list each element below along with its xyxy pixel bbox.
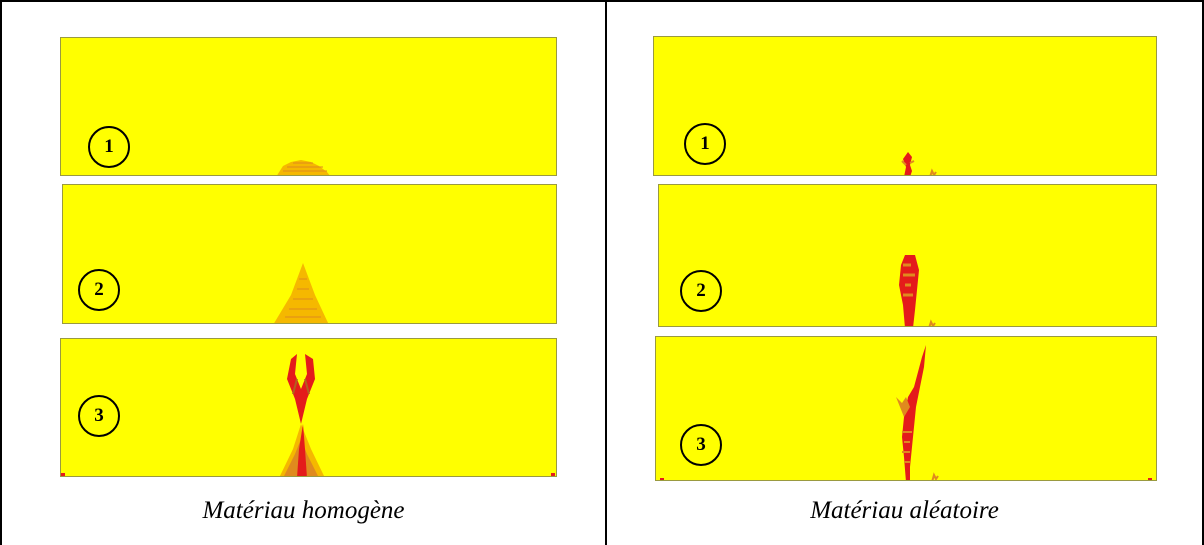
step-2-badge: 2 [680, 270, 722, 312]
damage-zone-graphic [654, 37, 1157, 176]
homogeneous-step-1-panel [60, 37, 557, 176]
caption-random: Matériau aléatoire [607, 497, 1202, 525]
step-3-badge: 3 [680, 424, 722, 466]
random-step-3-panel [655, 336, 1157, 481]
damage-zone-graphic [659, 185, 1157, 327]
homogeneous-step-2-panel [62, 184, 557, 324]
damage-zone-graphic [656, 337, 1157, 481]
step-2-badge: 2 [78, 269, 120, 311]
step-1-badge: 1 [88, 126, 130, 168]
damage-zone-graphic [61, 38, 557, 176]
damage-zone-graphic [63, 185, 557, 324]
random-step-2-panel [658, 184, 1157, 327]
caption-homogeneous: Matériau homogène [2, 497, 605, 525]
table-top-border [0, 0, 1204, 2]
damage-zone-graphic [61, 339, 557, 477]
table-left-border [0, 0, 2, 545]
homogeneous-step-3-panel [60, 338, 557, 477]
step-3-badge: 3 [78, 395, 120, 437]
step-1-badge: 1 [684, 123, 726, 165]
random-step-1-panel [653, 36, 1157, 176]
table-middle-divider [605, 0, 607, 545]
